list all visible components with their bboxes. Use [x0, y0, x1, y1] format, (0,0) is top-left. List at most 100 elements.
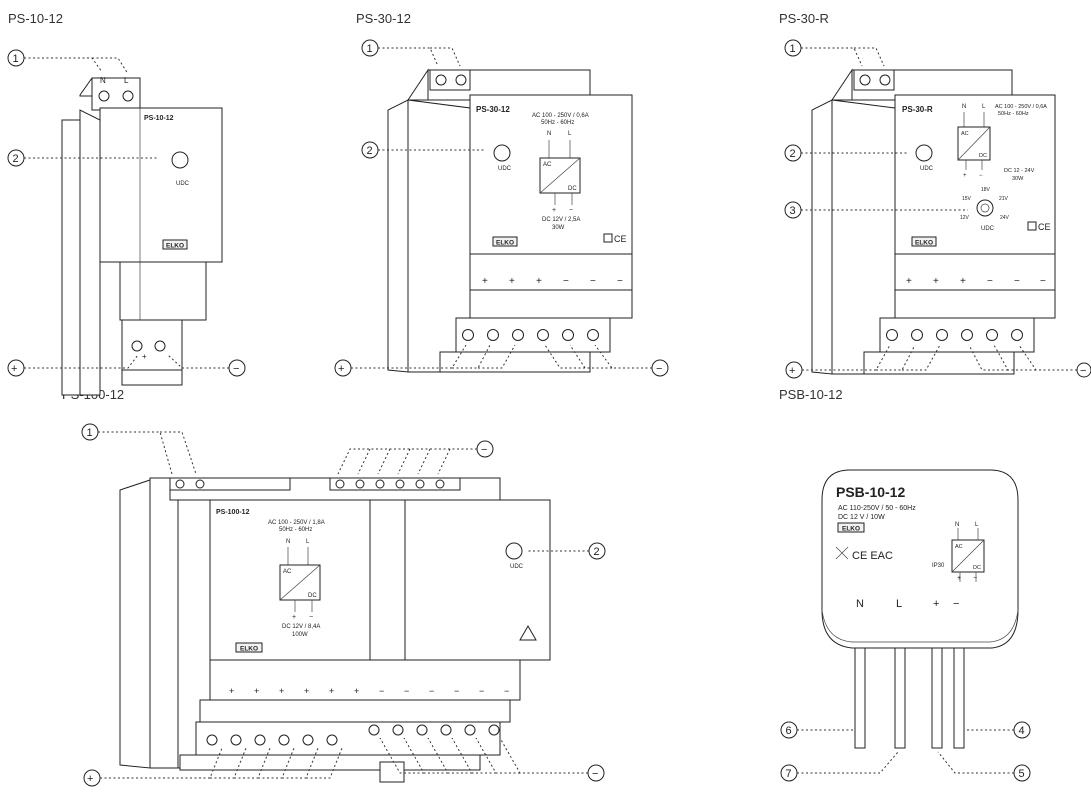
terminal-screw	[416, 724, 428, 736]
input-spec: AC 100 - 250V / 0,6A	[532, 113, 589, 119]
wire	[894, 647, 906, 749]
input-n-label: N	[955, 522, 959, 528]
callout-number: 2	[594, 546, 600, 558]
terminal-screw	[415, 479, 425, 489]
terminal-screw	[375, 479, 385, 489]
terminal-screw	[440, 724, 452, 736]
device-ps-100-12: PS-100-12 AC 100 - 250V / 1,8A 50Hz - 60…	[119, 477, 551, 783]
terminal-label: −	[429, 686, 434, 696]
input-l-label: L	[975, 522, 979, 528]
udc-label: UDC	[498, 166, 512, 172]
input-l-label: L	[982, 104, 986, 110]
output-spec: DC 12 - 24V	[1004, 168, 1035, 174]
voltage-adjust-dial[interactable]	[976, 199, 994, 217]
callout-number: 6	[786, 725, 792, 737]
terminal-screw	[512, 329, 524, 341]
ip-rating: IP30	[932, 563, 945, 569]
terminal-label: +	[354, 686, 359, 696]
terminal-screw	[986, 329, 998, 341]
wire-label: N	[856, 598, 864, 610]
callout-symbol: −	[592, 768, 598, 780]
terminal-screw	[335, 479, 345, 489]
wire	[953, 647, 965, 749]
title-ps-30-r: PS-30-R	[779, 11, 829, 26]
terminal-screw	[462, 329, 474, 341]
output-plus-label: +	[292, 614, 296, 621]
terminal-screw	[562, 329, 574, 341]
title-ps-10-12: PS-10-12	[8, 11, 63, 26]
ac-label: AC	[543, 162, 552, 168]
input-spec: AC 100 - 250V / 1,8A	[268, 520, 325, 526]
wire	[854, 647, 866, 749]
power-spec: 100W	[292, 632, 308, 638]
udc-label: UDC	[510, 564, 524, 570]
terminal-label: +	[229, 686, 234, 696]
terminal-screw	[368, 724, 380, 736]
terminal-label: −	[454, 686, 459, 696]
terminal-screw	[395, 479, 405, 489]
terminal-screw	[154, 340, 166, 352]
weee-icon	[835, 546, 849, 560]
brand-logo: ELKO	[915, 240, 933, 247]
frequency-spec: 50Hz - 60Hz	[541, 120, 574, 126]
callout-symbol: +	[87, 773, 93, 785]
terminal-screw	[131, 340, 143, 352]
brand-logo: ELKO	[166, 243, 184, 250]
dc-label: DC	[568, 186, 577, 192]
ac-label: AC	[961, 131, 969, 137]
din-clip	[379, 761, 405, 783]
terminal-label: −	[563, 276, 569, 287]
terminal-label: −	[504, 686, 509, 696]
dial-mark: 21V	[999, 196, 1009, 202]
callout-symbol: +	[338, 363, 344, 375]
terminal-screw	[206, 734, 218, 746]
output-plus-label: +	[552, 207, 556, 214]
wire-label: −	[953, 598, 959, 610]
terminal-screw	[326, 734, 338, 746]
terminal-label: −	[379, 686, 384, 696]
callout-number: 1	[367, 43, 373, 55]
device-model-label: PSB-10-12	[836, 484, 905, 500]
terminal-screw	[355, 479, 365, 489]
callout-symbol: +	[11, 363, 17, 375]
callouts-ps-10-12: 1 2 + −	[7, 49, 246, 377]
dial-mark: 18V	[981, 187, 991, 193]
terminal-screw	[455, 74, 467, 86]
terminal-screw	[175, 479, 185, 489]
dc-label: DC	[308, 593, 317, 599]
callout-number: 2	[367, 145, 373, 157]
terminal-screw	[487, 329, 499, 341]
terminal-screw	[936, 329, 948, 341]
terminal-screw	[537, 329, 549, 341]
terminal-screw	[302, 734, 314, 746]
udc-label: UDC	[920, 166, 934, 172]
power-spec: 30W	[1012, 176, 1024, 182]
brand-logo: ELKO	[842, 526, 860, 533]
terminal-screw	[879, 74, 891, 86]
udc-dial-label: UDC	[981, 226, 995, 232]
led-indicator	[171, 151, 189, 169]
callout-number: 1	[13, 53, 19, 65]
terminal-screw	[961, 329, 973, 341]
callout-number: 2	[13, 153, 19, 165]
callout-symbol: −	[481, 444, 487, 456]
wire-label: +	[933, 598, 939, 610]
terminal-screw	[464, 724, 476, 736]
terminal-label: −	[617, 276, 623, 287]
terminal-label: −	[404, 686, 409, 696]
terminal-label: −	[1040, 276, 1046, 287]
dial-mark: 12V	[960, 215, 970, 221]
dc-label: DC	[973, 565, 981, 571]
terminal-screw	[911, 329, 923, 341]
terminal-screw	[230, 734, 242, 746]
device-ps-30-r: PS-30-R N L AC 100 - 250V / 0,6A 50Hz - …	[811, 68, 1056, 375]
output-spec: DC 12V / 2,5A	[542, 217, 580, 223]
terminal-label: +	[509, 276, 515, 287]
ac-label: AC	[955, 544, 963, 550]
output-minus-label: −	[973, 575, 977, 582]
terminal-labels-ps30r: + + + − − −	[906, 276, 1046, 287]
terminal-screw	[195, 479, 205, 489]
callouts-ps-30-12: 1 2 + −	[334, 39, 669, 377]
